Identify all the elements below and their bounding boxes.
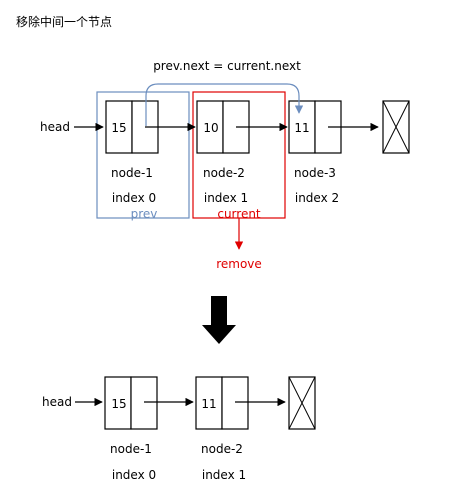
node-value: 15 <box>111 121 126 135</box>
node-name-label: node-2 <box>203 166 245 180</box>
diagram-title: 移除中间一个节点 <box>16 14 112 29</box>
prev-highlight-box <box>96 91 190 219</box>
node-index-label: index 1 <box>204 191 248 205</box>
after-node-2: 11 <box>195 376 249 430</box>
transition-down-arrow-icon <box>202 296 236 344</box>
null-terminator-after-icon <box>288 376 316 430</box>
prev-label: prev <box>131 207 158 221</box>
reassign-pointer-arrow <box>145 83 304 126</box>
head-label-after: head <box>42 395 72 409</box>
node-index-label: index 0 <box>112 191 156 205</box>
node-index-label: index 2 <box>295 191 339 205</box>
node-index-label-after: index 1 <box>202 468 246 482</box>
remove-label: remove <box>216 257 262 271</box>
node-name-label: node-3 <box>294 166 336 180</box>
after-node-1: 15 <box>104 376 158 430</box>
node-index-label-after: index 0 <box>112 468 156 482</box>
node-value: 11 <box>294 121 309 135</box>
head-label: head <box>40 120 70 134</box>
pointer-annotation: prev.next = current.next <box>153 59 301 73</box>
current-label: current <box>217 207 261 221</box>
node-name-label: node-1 <box>111 166 153 180</box>
null-terminator-icon <box>382 100 410 154</box>
before-node-1: 15 <box>105 100 159 154</box>
node-value: 11 <box>201 397 216 411</box>
node-value: 15 <box>111 397 126 411</box>
node-value: 10 <box>203 121 218 135</box>
node-name-label-after: node-2 <box>201 442 243 456</box>
node-name-label-after: node-1 <box>110 442 152 456</box>
